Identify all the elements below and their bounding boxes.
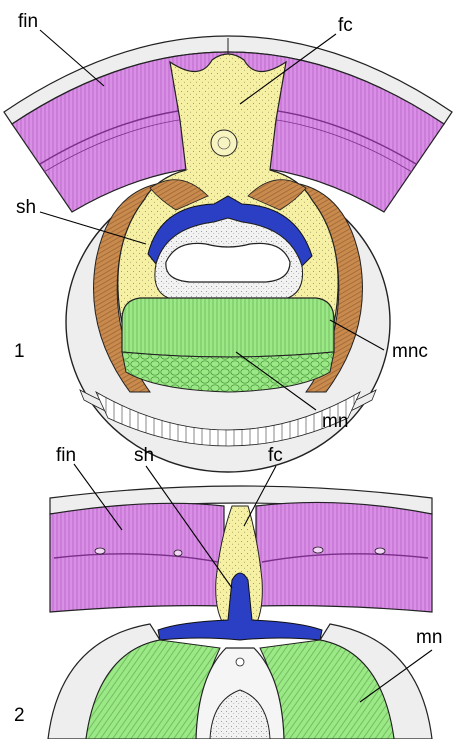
label-p2-sh: sh xyxy=(134,446,154,465)
label-p1-mn: mn xyxy=(322,412,348,431)
panel2-fin-left xyxy=(50,503,224,612)
panel1-notochord xyxy=(211,130,237,156)
label-p2-mn: mn xyxy=(416,628,442,647)
panel2-fin-vessel xyxy=(174,550,182,556)
panel-2-drawing xyxy=(48,486,432,739)
label-p1-sh: sh xyxy=(16,198,36,217)
label-p2-fin: fin xyxy=(56,446,76,465)
panel2-fin-vessel xyxy=(95,548,105,554)
label-p1-fin: fin xyxy=(18,12,38,31)
label-p1-mnc: mnc xyxy=(392,342,428,361)
panel1-lumen xyxy=(166,243,290,282)
panel-1-drawing xyxy=(4,36,452,472)
panel2-fin-right xyxy=(256,502,432,612)
panel2-fin-vessel xyxy=(313,547,323,553)
panel2-small-vessel xyxy=(236,658,244,666)
panel-1-number: 1 xyxy=(14,342,25,361)
label-p1-fc: fc xyxy=(338,16,353,35)
panel2-fin-vessel xyxy=(375,548,385,554)
label-p2-fc: fc xyxy=(268,446,283,465)
panel-2-number: 2 xyxy=(14,706,25,725)
panel1-mn-muscle xyxy=(122,298,334,357)
